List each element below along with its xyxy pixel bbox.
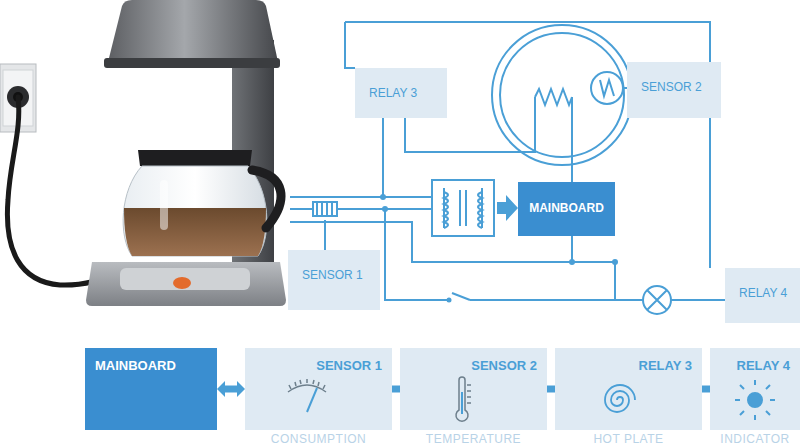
- double-arrow: [392, 386, 400, 393]
- signal-arrow: [497, 195, 518, 221]
- spiral-icon: [605, 385, 635, 412]
- junction-dots: [380, 194, 618, 303]
- box-title: MAINBOARD: [95, 358, 207, 373]
- sun-icon: [735, 380, 775, 420]
- relay-box: RELAY 4INDICATOR: [710, 348, 800, 430]
- double-arrow: [547, 386, 555, 393]
- box-title: RELAY 3: [369, 86, 437, 100]
- sensor-box: SENSOR 2TEMPERATURE: [400, 348, 547, 430]
- mainboard-box: MAINBOARD: [85, 348, 217, 430]
- sensor-box: SENSOR 1CONSUMPTION: [245, 348, 392, 430]
- box-caption: TEMPERATURE: [400, 433, 547, 446]
- thermometer-icon: [456, 377, 471, 421]
- box-title: SENSOR 2: [410, 358, 537, 373]
- relay-box: RELAY 3HOT PLATE: [555, 348, 702, 430]
- power-cord: [7, 97, 100, 285]
- box-caption: INDICATOR: [710, 433, 800, 446]
- box-title: RELAY 3: [565, 358, 692, 373]
- ammeter-icon: [288, 379, 326, 412]
- double-arrow: [225, 386, 237, 393]
- box-caption: HOT PLATE: [555, 433, 702, 446]
- box-caption: CONSUMPTION: [245, 433, 392, 446]
- box-title: RELAY 4: [739, 286, 790, 300]
- sensor-box: SENSOR 2: [627, 62, 721, 118]
- box-title: SENSOR 1: [302, 268, 370, 282]
- box-title: MAINBOARD: [526, 201, 607, 215]
- relay-box: RELAY 3: [355, 68, 447, 118]
- box-title: RELAY 4: [720, 358, 790, 373]
- sensor-box: SENSOR 1: [288, 250, 380, 310]
- wiring: [290, 22, 725, 314]
- coffee-maker: [86, 0, 286, 306]
- relay-box: RELAY 4: [725, 268, 800, 323]
- double-arrow: [702, 386, 710, 393]
- box-title: SENSOR 1: [255, 358, 382, 373]
- mainboard-box: MAINBOARD: [518, 182, 615, 236]
- box-title: SENSOR 2: [641, 80, 711, 94]
